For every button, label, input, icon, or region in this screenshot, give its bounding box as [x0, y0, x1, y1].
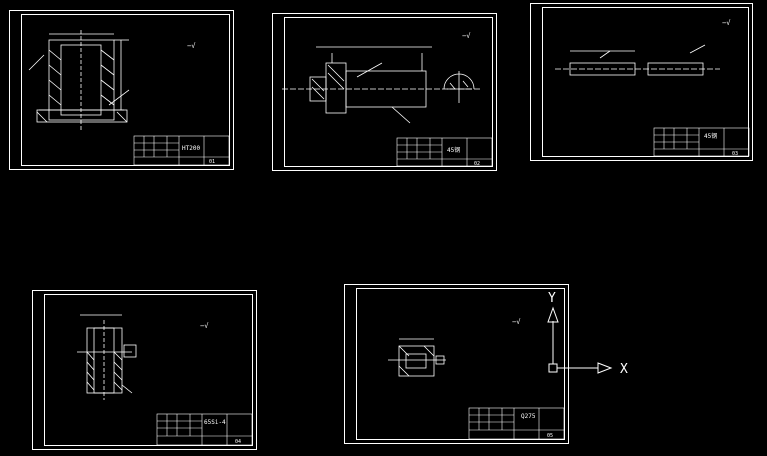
bushing-section	[77, 314, 137, 400]
title-block-material: 65Si-4	[204, 419, 226, 426]
shaft-drawing	[282, 46, 482, 124]
drawing-sheet-5[interactable]: −√ Q275 05	[344, 284, 569, 444]
sheet-3-drawing: −√ 45钢 03	[530, 3, 753, 161]
ucs-x-label: X	[620, 362, 628, 377]
sheet-1-drawing: −√ HT200 01	[9, 10, 234, 170]
surface-finish-mark: −√	[512, 318, 521, 326]
title-block-sheet-no: 04	[235, 439, 241, 445]
sheet-2-drawing: −√ 45钢 02	[272, 13, 497, 171]
title-block-sheet-no: 05	[547, 433, 553, 439]
title-block-material: 45钢	[704, 132, 717, 140]
surface-finish-mark: −√	[200, 322, 209, 330]
surface-finish-mark: −√	[722, 19, 731, 27]
sheet-4-drawing: −√ 65Si-4 04	[32, 290, 257, 450]
drawing-sheet-3[interactable]: −√ 45钢 03	[530, 3, 753, 161]
title-block-material: 45钢	[447, 146, 460, 154]
title-block	[133, 135, 230, 166]
title-block-sheet-no: 01	[209, 159, 215, 165]
title-block-material: HT200	[182, 145, 200, 152]
drawing-sheet-4[interactable]: −√ 65Si-4 04	[32, 290, 257, 450]
title-block	[396, 137, 493, 167]
drawing-sheet-2[interactable]: −√ 45钢 02	[272, 13, 497, 171]
title-block	[156, 413, 253, 446]
title-block	[653, 127, 750, 157]
part-cross-section	[28, 30, 130, 132]
block-drawing	[388, 338, 446, 377]
ucs-icon-graphic: Y X	[547, 291, 628, 377]
drawing-sheet-1[interactable]: −√ HT200 01	[9, 10, 234, 170]
sheet-5-drawing: −√ Q275 05	[344, 284, 569, 444]
title-block	[468, 407, 565, 440]
surface-finish-mark: −√	[462, 32, 471, 40]
title-block-material: Q275	[521, 413, 536, 420]
ucs-axis-icon: Y X	[540, 286, 640, 381]
title-block-sheet-no: 02	[474, 161, 480, 167]
ucs-y-label: Y	[548, 291, 556, 306]
surface-finish-mark: −√	[187, 42, 196, 50]
pin-drawing	[555, 44, 720, 76]
title-block-sheet-no: 03	[732, 151, 738, 157]
